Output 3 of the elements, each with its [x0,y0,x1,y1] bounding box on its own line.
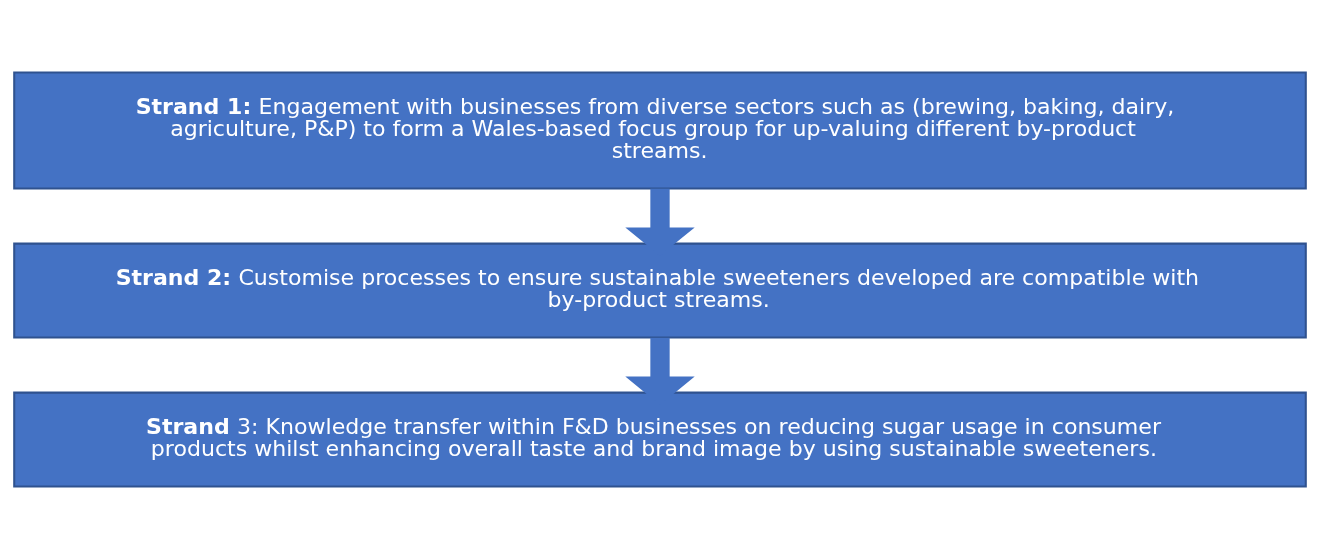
node-box: Strand 2: Customise processes to ensure sustainable sweeteners developed are compatible with by-product streams. [13,242,1307,338]
node-box: Strand 3: Knowledge transfer within F&D businesses on reducing sugar usage in consumer products whilst enhancing overall taste and brand image by using sustainable sweeteners. [13,391,1307,487]
node-box: Strand 1: Engagement with businesses from diverse sectors such as (brewing, baking, dairy, agriculture, P&P) to form a Wales-based focus group for up-valuing different by-product streams. [13,71,1307,189]
